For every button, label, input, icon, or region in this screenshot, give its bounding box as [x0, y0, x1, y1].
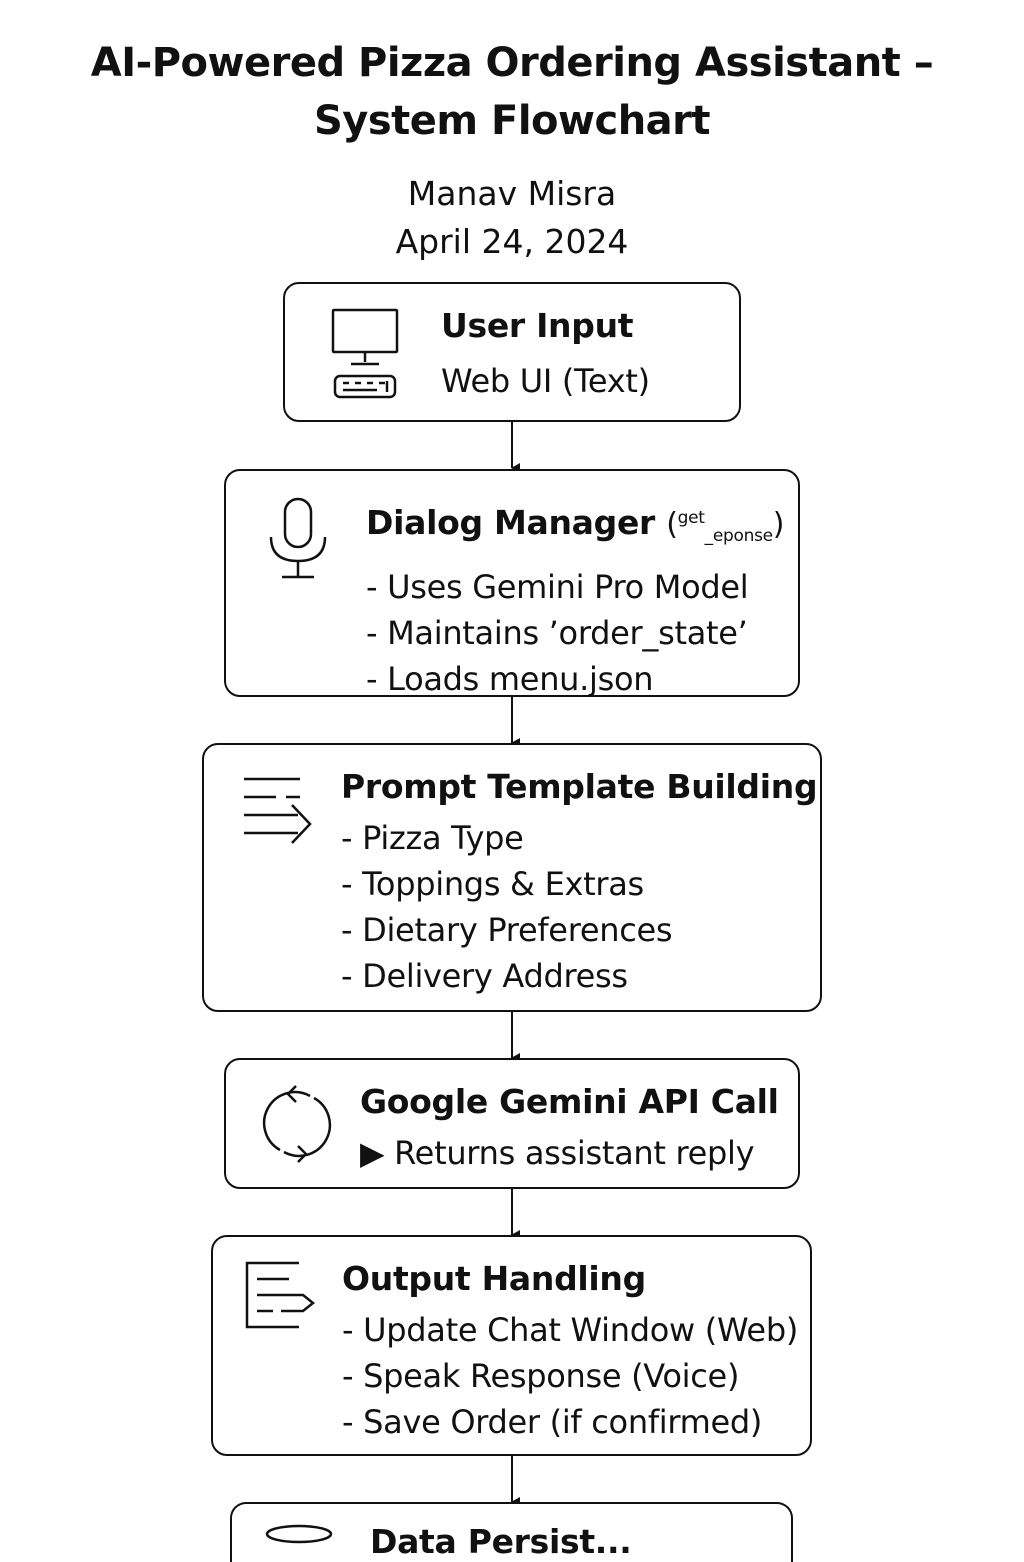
step-line: - Maintains ’order_state’ — [366, 614, 748, 652]
step-title: Prompt Template Building — [341, 767, 818, 806]
database-icon — [264, 1524, 334, 1548]
step-dialog-manager: Dialog Manager (get_eponse) - Uses Gemin… — [224, 469, 800, 698]
step-line: Web UI (Text) — [441, 362, 650, 400]
step-line: - Update Chat Window (Web) — [342, 1311, 799, 1349]
diagram-title: AI-Powered Pizza Ordering Assistant – Sy… — [0, 34, 1024, 150]
step-data-persistence: Data Persist... — [230, 1502, 793, 1562]
step-line: ▶ Returns assistant reply — [360, 1134, 755, 1172]
step-line: - Pizza Type — [341, 819, 524, 857]
step-line: - Speak Response (Voice) — [342, 1357, 740, 1395]
step-line: - Dietary Preferences — [341, 911, 673, 949]
step-user-input: User Input Web UI (Text) — [283, 282, 741, 422]
function-name-label: (get_eponse) — [666, 507, 785, 546]
title-line-1: AI-Powered Pizza Ordering Assistant – — [90, 40, 934, 86]
step-title: Dialog Manager — [366, 503, 656, 542]
prompt-lines-arrow-icon — [242, 775, 316, 859]
step-title: Output Handling — [342, 1259, 646, 1298]
step-prompt-template: Prompt Template Building - Pizza Type - … — [202, 743, 822, 1012]
refresh-cycle-icon — [262, 1082, 332, 1170]
step-line: - Delivery Address — [341, 957, 628, 995]
document-output-icon — [243, 1259, 319, 1333]
author-date: April 24, 2024 — [395, 222, 629, 261]
step-title: User Input — [441, 306, 634, 345]
microphone-icon — [268, 497, 328, 585]
step-line: - Loads menu.json — [366, 660, 654, 698]
step-title: Data Persist... — [370, 1522, 632, 1561]
step-title-row: Dialog Manager (get_eponse) — [366, 495, 785, 556]
computer-keyboard-icon — [329, 306, 401, 406]
step-line: - Uses Gemini Pro Model — [366, 568, 749, 606]
title-line-2: System Flowchart — [313, 98, 711, 144]
step-output-handling: Output Handling - Update Chat Window (We… — [211, 1235, 812, 1456]
step-title: Google Gemini API Call — [360, 1082, 779, 1121]
step-line: - Save Order (if confirmed) — [342, 1403, 763, 1441]
author-name: Manav Misra — [407, 174, 617, 213]
step-gemini-api-call: Google Gemini API Call ▶ Returns assista… — [224, 1058, 800, 1189]
author-block: Manav Misra April 24, 2024 — [0, 170, 1024, 266]
step-line: - Toppings & Extras — [341, 865, 644, 903]
